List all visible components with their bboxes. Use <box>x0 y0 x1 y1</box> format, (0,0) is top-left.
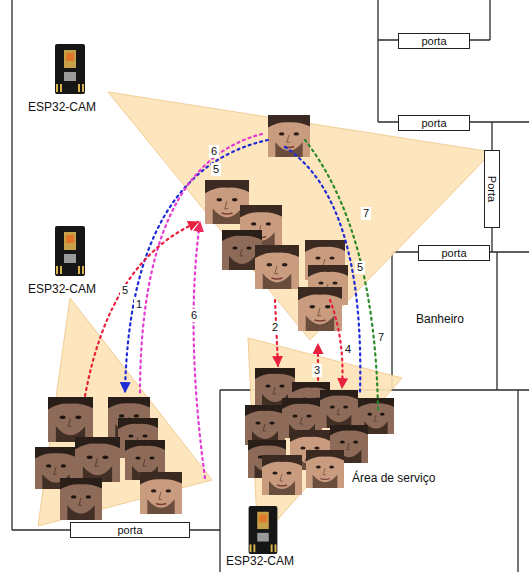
door-box: porta <box>398 33 470 49</box>
room-label: Banheiro <box>414 313 466 327</box>
path-line <box>285 147 360 392</box>
device-label: ESP32-CAM <box>226 555 294 569</box>
face-photo <box>48 397 93 442</box>
camera-field <box>38 298 212 526</box>
path-line <box>330 300 343 388</box>
esp32-cam-icon <box>249 506 278 554</box>
movement-paths <box>85 134 378 478</box>
callout-number: 6 <box>189 309 199 322</box>
callout-number: 2 <box>270 321 280 334</box>
device-label: ESP32-CAM <box>28 101 96 115</box>
callout-number: 3 <box>312 364 322 377</box>
esp32-cam-icon <box>55 226 85 276</box>
door-label: porta <box>421 117 446 129</box>
callout-number: 7 <box>361 207 371 220</box>
path-line <box>305 140 378 410</box>
face-photo <box>140 472 182 514</box>
face-photo <box>75 437 120 482</box>
callout-number: 4 <box>343 343 353 356</box>
door-label: porta <box>117 524 142 536</box>
path-line <box>125 140 268 392</box>
room-label: Área de serviço <box>350 472 437 486</box>
callout-number: 5 <box>120 284 130 297</box>
door-label: porta <box>441 247 466 259</box>
callout-number: 5 <box>211 163 221 176</box>
face-photo <box>306 450 344 488</box>
door-label: Porta <box>486 176 498 202</box>
face-photo <box>245 405 285 445</box>
camera-fields <box>38 92 492 542</box>
callout-number: 6 <box>209 145 219 158</box>
callout-number: 5 <box>355 261 365 274</box>
path-line <box>194 222 205 478</box>
door-box: Porta <box>484 150 500 228</box>
esp32-cam-icon <box>55 44 85 94</box>
callout-number: 1 <box>134 298 144 311</box>
face-captures <box>35 115 394 520</box>
face-photo <box>320 390 358 428</box>
face-photo <box>262 455 302 495</box>
face-photo <box>255 245 299 289</box>
door-box: porta <box>70 522 190 538</box>
path-line <box>85 222 198 396</box>
face-photo <box>60 478 102 520</box>
door-label: porta <box>421 35 446 47</box>
device-label: ESP32-CAM <box>28 283 96 297</box>
esp32-cam-icons <box>55 44 277 554</box>
door-box: porta <box>398 115 470 131</box>
callout-number: 7 <box>376 331 386 344</box>
walls <box>12 0 529 572</box>
path-line <box>140 134 262 395</box>
door-box: porta <box>418 245 490 261</box>
face-photo <box>298 287 342 331</box>
